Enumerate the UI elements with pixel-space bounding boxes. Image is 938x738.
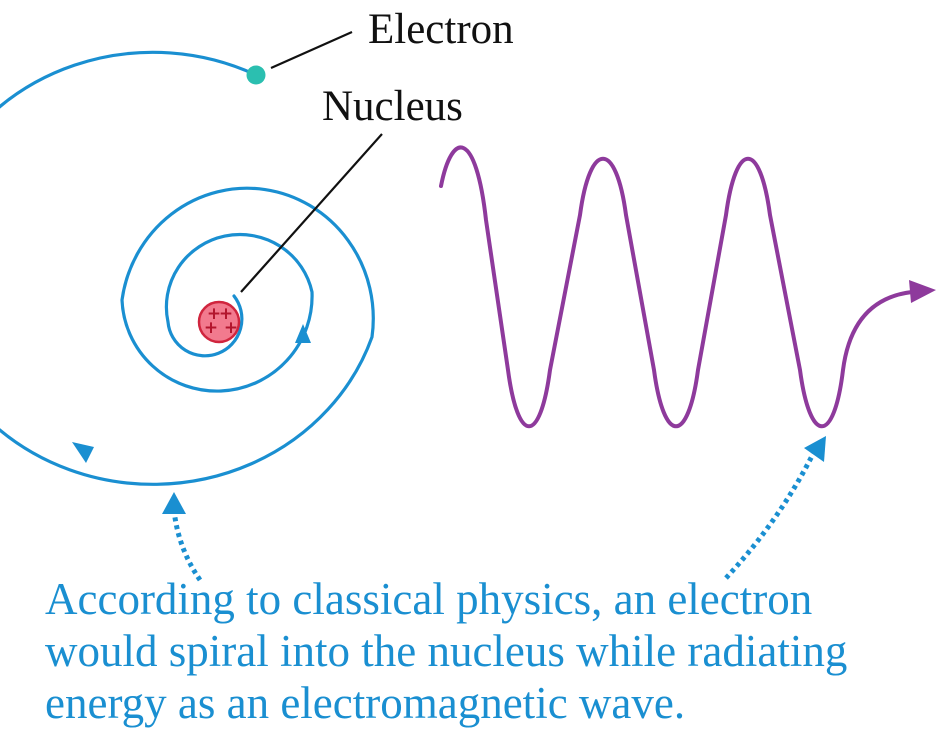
nucleus-charge: +: [207, 304, 221, 324]
caption-line: energy as an electromagnetic wave.: [45, 678, 686, 728]
dotted-pointer-arrow-left-icon: [171, 509, 203, 582]
nucleus-icon: + + + +: [197, 300, 241, 344]
nucleus-charge: +: [204, 318, 218, 338]
nucleus-leader-line: [240, 133, 383, 293]
electron-label: Electron: [368, 6, 514, 53]
nucleus-label: Nucleus: [322, 83, 463, 130]
electromagnetic-wave: [439, 145, 914, 429]
electron-dot-icon: [246, 65, 266, 85]
spiral-direction-arrowhead-inner-icon: [295, 324, 311, 343]
dotted-pointer-arrowhead-left-icon: [162, 492, 186, 514]
nucleus-charge: +: [224, 318, 238, 338]
dotted-pointer-arrow-right-icon: [724, 450, 817, 580]
caption-line: would spiral into the nucleus while radi…: [45, 626, 848, 676]
nucleus-charge: +: [219, 304, 233, 324]
electron-spiral-path: [0, 50, 375, 486]
caption-line: According to classical physics, an elect…: [45, 574, 813, 624]
dotted-pointer-arrowhead-right-icon: [804, 436, 826, 462]
electron-leader-line: [270, 30, 353, 70]
wave-arrowhead-icon: [909, 280, 936, 303]
spiral-direction-arrowhead-outer-icon: [72, 442, 94, 463]
caption: According to classical physics, an elect…: [45, 573, 925, 729]
